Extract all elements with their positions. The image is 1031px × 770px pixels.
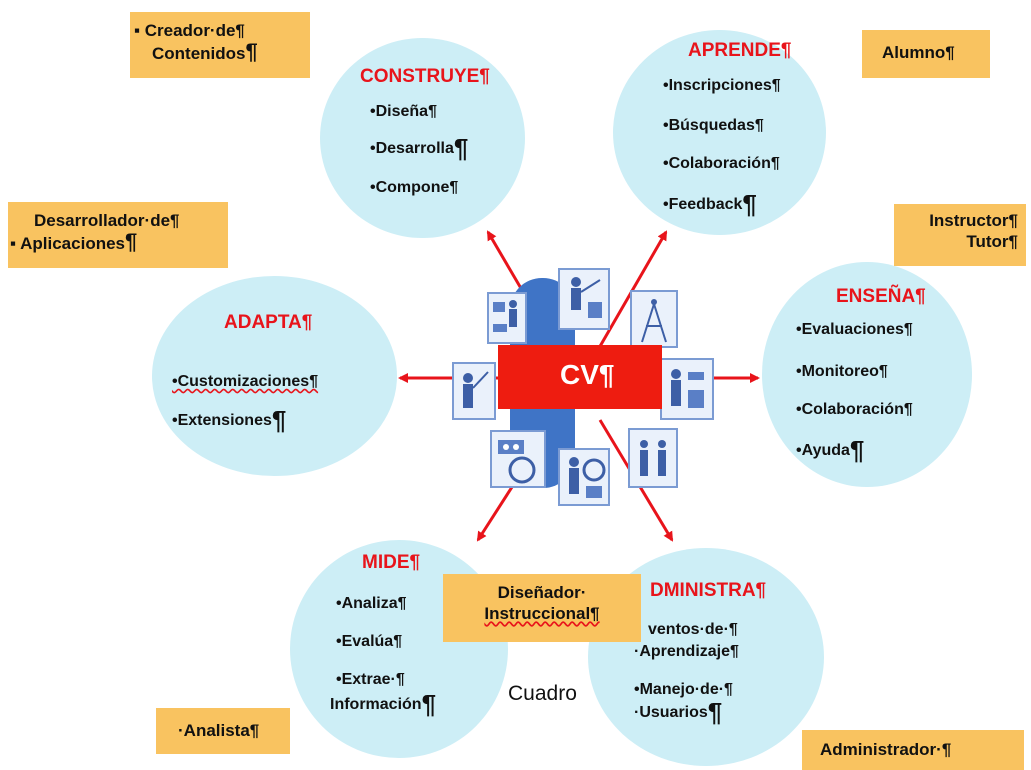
person-computer-icon	[558, 448, 610, 506]
ensena-item-1: •Evaluaciones¶	[796, 321, 913, 338]
tape-reel-icon	[490, 430, 546, 488]
role-alumno: Alumno¶	[862, 30, 990, 78]
ensena-title: ENSEÑA¶	[836, 286, 926, 307]
computer-person-icon	[487, 292, 527, 344]
cv-center-box: CV¶	[498, 345, 662, 409]
aprende-item-1: •Inscripciones¶	[663, 77, 781, 94]
aprende-title: APRENDE¶	[688, 40, 792, 61]
role-creador-pilcrow: ¶	[245, 39, 258, 64]
aprende-item-3: •Colaboración¶	[663, 155, 780, 172]
role-desarrollador-line-1: Desarrollador·de¶	[34, 211, 180, 230]
administra-item-4: ·Usuarios¶	[634, 697, 723, 727]
role-alumno-line-1: Alumno¶	[882, 43, 955, 62]
antenna-icon	[630, 290, 678, 348]
administra-item-2: ·Aprendizaje¶	[634, 643, 739, 660]
administra-item-1: ventos·de·¶	[648, 621, 738, 638]
administra-title: DMINISTRA¶	[650, 580, 767, 601]
role-desarrollador-line-2: ▪ Aplicaciones	[10, 234, 125, 253]
ensena-item-2: •Monitoreo¶	[796, 363, 888, 380]
role-instructor-line-1: Instructor¶	[929, 211, 1018, 230]
ensena-item-3: •Colaboración¶	[796, 401, 913, 418]
role-disenador-line-2: Instruccional¶	[484, 604, 600, 623]
adapta-circle: ADAPTA¶ •Customizaciones¶ •Extensiones¶	[152, 276, 397, 476]
role-disenador-line-1: Diseñador·	[497, 583, 587, 602]
role-desarrollador: Desarrollador·de¶ ▪ Aplicaciones¶	[8, 202, 228, 268]
mide-item-3: •Extrae·¶	[336, 671, 405, 688]
role-desarrollador-pilcrow: ¶	[125, 229, 138, 254]
mide-item-1: •Analiza¶	[336, 595, 407, 612]
role-administrador: Administrador·¶	[802, 730, 1024, 770]
mide-circle: MIDE¶ •Analiza¶ •Evalúa¶ •Extrae·¶ Infor…	[290, 540, 508, 758]
role-analista: ·Analista¶	[156, 708, 290, 754]
aprende-item-2: •Búsquedas¶	[663, 117, 764, 134]
mide-title: MIDE¶	[362, 552, 421, 573]
role-creador-line-1: ▪ Creador·de¶	[134, 21, 245, 40]
mide-item-2: •Evalúa¶	[336, 633, 403, 650]
adapta-title: ADAPTA¶	[224, 312, 313, 333]
ensena-circle: ENSEÑA¶ •Evaluaciones¶ •Monitoreo¶ •Cola…	[762, 262, 972, 487]
role-analista-line-1: ·Analista¶	[178, 721, 260, 740]
adapta-item-2: •Extensiones¶	[172, 405, 287, 435]
cv-label: CV¶	[560, 359, 615, 390]
teacher-pointer-icon	[452, 362, 496, 420]
construye-circle: CONSTRUYE¶ •Diseña¶ •Desarrolla¶ •Compon…	[320, 38, 525, 238]
people-icon	[628, 428, 678, 488]
construye-item-1: •Diseña¶	[370, 103, 437, 120]
construye-title: CONSTRUYE¶	[360, 66, 490, 87]
administra-item-3: •Manejo·de·¶	[634, 681, 733, 698]
role-administrador-line-1: Administrador·¶	[820, 740, 952, 759]
role-creador: ▪ Creador·de¶ Contenidos¶	[130, 12, 310, 78]
construye-item-2: •Desarrolla¶	[370, 133, 469, 163]
presenter-icon	[660, 358, 714, 420]
ensena-item-4: •Ayuda¶	[796, 435, 865, 465]
teacher-board-icon	[558, 268, 610, 330]
role-disenador: Diseñador· Instruccional¶	[443, 574, 641, 642]
mide-item-4: Información¶	[330, 689, 437, 719]
role-instructor: Instructor¶ Tutor¶	[894, 204, 1026, 266]
caption-text: Cuadro	[508, 682, 577, 705]
aprende-circle: APRENDE¶ •Inscripciones¶ •Búsquedas¶ •Co…	[613, 30, 826, 235]
adapta-item-1: •Customizaciones¶	[172, 373, 319, 390]
construye-item-3: •Compone¶	[370, 179, 459, 196]
role-creador-line-2: Contenidos	[152, 44, 246, 63]
role-instructor-line-2: Tutor¶	[966, 232, 1018, 251]
aprende-item-4: •Feedback¶	[663, 189, 757, 219]
